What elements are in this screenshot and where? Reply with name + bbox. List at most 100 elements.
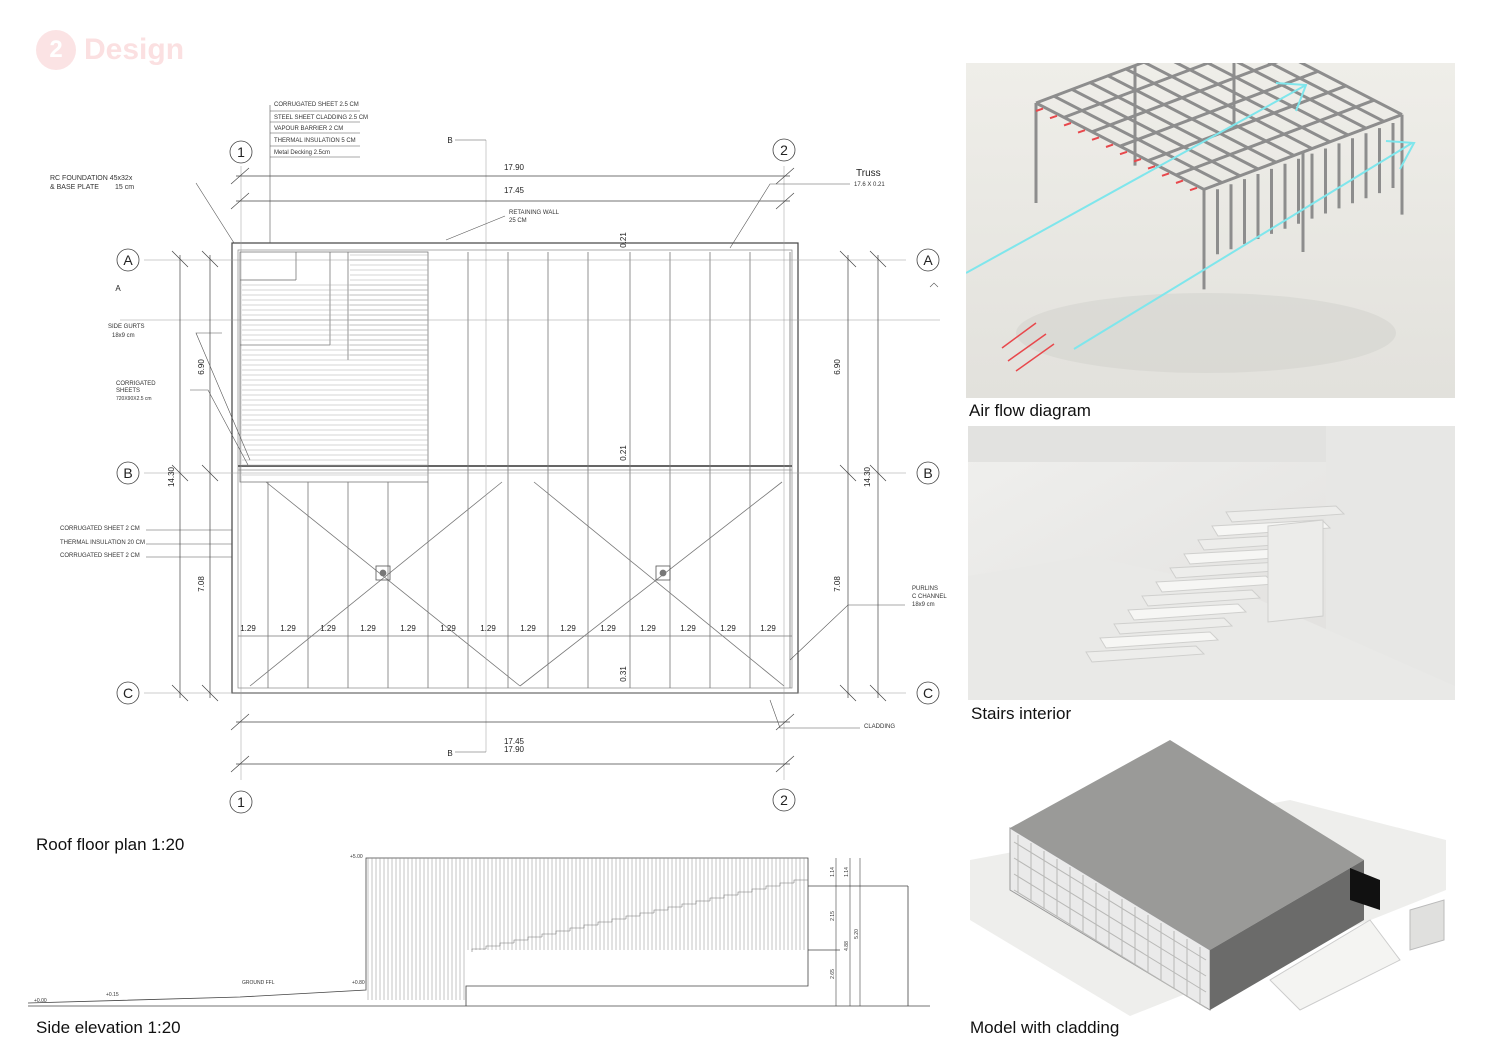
dim-truss-bottom: 0.31 — [619, 666, 628, 682]
elev-dim-1: 1.14 — [830, 867, 836, 877]
stair-tread — [1225, 505, 1346, 523]
cladding-transom — [1013, 889, 1207, 1009]
steel-beam — [1035, 63, 1147, 105]
note-rc-foundation: RC FOUNDATION 45x32x — [50, 175, 133, 182]
note-cladding: CLADDING — [864, 724, 895, 730]
grid-bubble-a-right — [916, 248, 940, 272]
layer-left-2: THERMAL INSULATION 20 CM — [60, 540, 145, 546]
steel-beam — [1063, 63, 1213, 119]
truss-diagonal — [1077, 129, 1086, 134]
dim-left-lower: 7.08 — [197, 576, 206, 592]
dim-right-lower: 7.08 — [833, 576, 842, 592]
layer-top-4: THERMAL INSULATION 5 CM — [274, 138, 356, 144]
elevation-stair-step — [569, 927, 584, 931]
stair-tread — [1085, 645, 1206, 663]
note-base-plate: & BASE PLATE — [50, 184, 99, 191]
elevation-stair-step — [737, 891, 752, 895]
note-corrugated-2: SHEETS — [116, 388, 140, 394]
stair-tread — [1113, 617, 1234, 635]
elevation-stair-step — [597, 921, 612, 925]
plan-caption: Roof floor plan 1:20 — [36, 835, 185, 854]
elevation-stair-step — [639, 912, 654, 916]
elevation-stair-step — [765, 885, 780, 889]
section-number-badge: 2 — [36, 30, 76, 70]
dim-left-total: 14.30 — [167, 466, 176, 487]
dim-bay-label: 1.29 — [760, 624, 776, 633]
dim-bay-label: 1.29 — [720, 624, 736, 633]
note-corrugated: CORRIGATED — [116, 381, 156, 387]
grid-label-a-right: A — [923, 252, 933, 268]
truss-diagonal — [1063, 122, 1072, 127]
elev-level-0: +0.00 — [34, 998, 47, 1004]
grid-label-b-left: B — [123, 465, 132, 481]
dim-bay-label: 1.29 — [640, 624, 656, 633]
dim-bay-label: 1.29 — [680, 624, 696, 633]
truss-diagonal — [1161, 172, 1170, 177]
elev-dim-4: 4.88 — [844, 941, 850, 951]
side-elevation-drawing: +0.00 +0.15 GROUND FFL +0.80 +5.00 1.14 … — [27, 854, 930, 1007]
dim-bay-label: 1.29 — [240, 624, 256, 633]
section-mark-a: A — [115, 284, 121, 293]
layer-left-3: CORRUGATED SHEET 2 CM — [60, 553, 140, 559]
dim-bay-label: 1.29 — [520, 624, 536, 633]
note-truss-size: 17.6 X 0.21 — [854, 182, 885, 188]
elev-level-500: +5.00 — [350, 854, 363, 860]
truss-diagonal — [1091, 136, 1100, 141]
elevation-stair-step — [779, 882, 794, 886]
truss-diagonal — [1105, 143, 1114, 148]
note-purlins-2: C CHANNEL — [912, 594, 947, 600]
grid-label-a-left: A — [123, 252, 133, 268]
elevation-stair-step — [751, 888, 766, 892]
layer-left-1: CORRUGATED SHEET 2 CM — [60, 526, 140, 532]
section-mark-top: B — [447, 136, 452, 145]
dim-bay-label: 1.29 — [360, 624, 376, 633]
layer-top-1: CORRUGATED SHEET 2.5 CM — [274, 102, 359, 108]
note-rc-foundation-size: 15 cm — [115, 184, 134, 191]
dim-truss-mid: 0.21 — [619, 445, 628, 461]
dim-bay-label: 1.29 — [320, 624, 336, 633]
roof-floor-plan-drawing: 1 2 1 2 A A B B C C 17.90 17.45 17.45 17… — [50, 102, 947, 814]
airflow-render — [966, 63, 1455, 398]
steel-beam — [1175, 98, 1375, 177]
elevation-stair-step — [723, 894, 738, 898]
section-title: Design — [84, 33, 185, 66]
cladding-transom — [1013, 841, 1207, 961]
grid-bubble-1-top — [229, 140, 253, 164]
dim-bay-label: 1.29 — [280, 624, 296, 633]
grid-label-b-right: B — [923, 465, 932, 481]
dim-bay-label: 1.29 — [400, 624, 416, 633]
note-side-girts-size: 18x9 cm — [112, 333, 135, 339]
elev-dim-3: 2.15 — [830, 911, 836, 921]
dim-right-total: 14.30 — [863, 466, 872, 487]
truss-diagonal — [1189, 186, 1198, 192]
elevation-stair-step — [499, 942, 514, 946]
elevation-stair-step — [583, 924, 598, 928]
stairs-render — [968, 426, 1455, 700]
elevation-stair-step — [681, 903, 696, 907]
grid-bubble-2-top — [772, 138, 796, 162]
note-purlins-size: 18x9 cm — [912, 602, 935, 608]
stair-tread — [1099, 631, 1220, 649]
elev-dim-2: 1.14 — [844, 867, 850, 877]
note-retaining-wall: RETAINING WALL — [509, 210, 560, 216]
grid-label-1-top: 1 — [237, 144, 245, 160]
stair-tread — [1141, 589, 1262, 607]
dim-bay-label: 1.29 — [440, 624, 456, 633]
section-mark-bottom: B — [447, 749, 452, 758]
grid-bubble-b-right — [916, 461, 940, 485]
note-purlins: PURLINS — [912, 586, 938, 592]
layer-top-3: VAPOUR BARRIER 2 CM — [274, 126, 343, 132]
grid-bubble-c-right — [916, 681, 940, 705]
note-side-girts: SIDE GURTS — [108, 324, 145, 330]
grid-label-c-left: C — [123, 685, 133, 701]
grid-label-1-bottom: 1 — [237, 794, 245, 810]
dim-bay-label: 1.29 — [480, 624, 496, 633]
stair-tread — [1127, 603, 1248, 621]
note-corrugated-size: 720X90X2.5 cm — [116, 396, 152, 402]
elevation-stair-step — [625, 915, 640, 919]
layer-top-5: Metal Decking 2.5cm — [274, 150, 330, 156]
truss-diagonal — [1119, 150, 1128, 156]
elev-dim-5: 5.20 — [854, 929, 860, 939]
elev-level-015: +0.15 — [106, 992, 119, 998]
model-render — [970, 740, 1446, 1016]
